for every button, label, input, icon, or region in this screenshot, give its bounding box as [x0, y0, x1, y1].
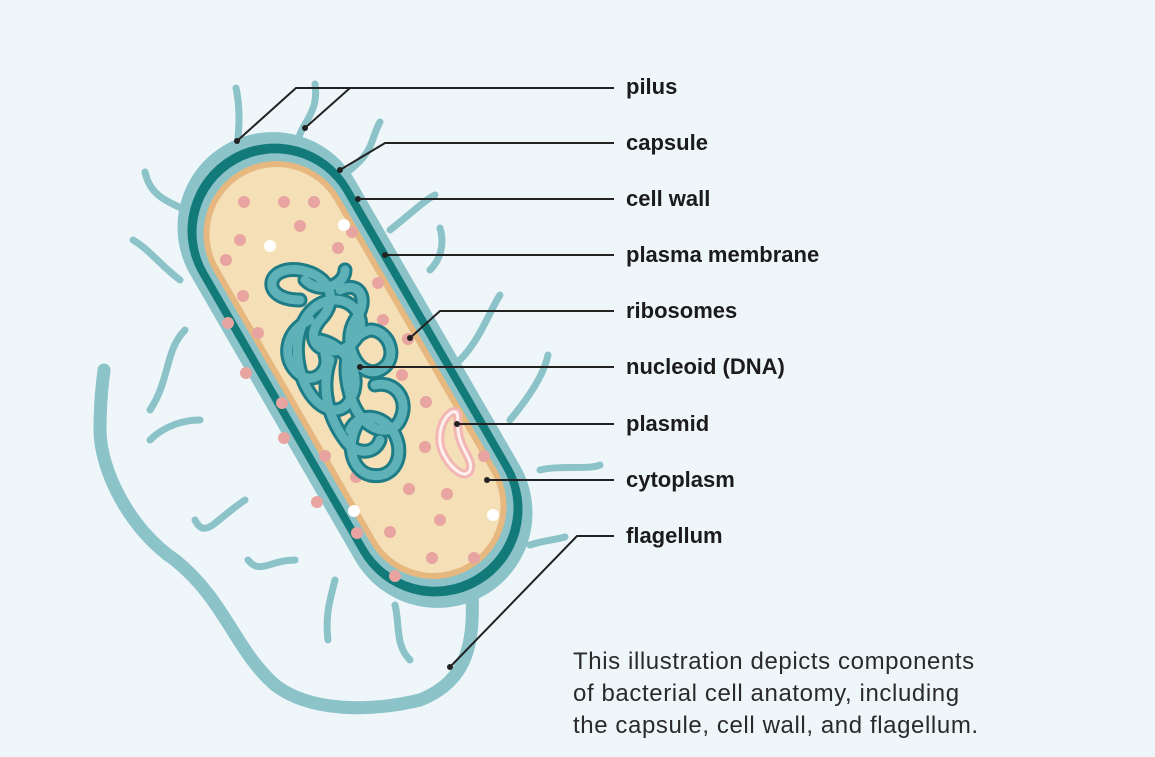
pilus-appendage — [141, 168, 189, 214]
ribosome — [278, 432, 290, 444]
ribosome — [403, 483, 415, 495]
dna-strand — [335, 282, 408, 435]
label-capsule: capsule — [626, 130, 708, 155]
ribosome — [237, 290, 249, 302]
leader-lines — [236, 87, 614, 668]
dna-strand — [321, 355, 385, 456]
pilus-appendage — [386, 191, 439, 234]
granule — [338, 219, 350, 231]
label-cell-wall: cell wall — [626, 186, 711, 211]
ribosome — [389, 570, 401, 582]
pilus-appendage — [146, 416, 204, 444]
ribosomes-leader-line — [409, 310, 614, 339]
capsule-endpoint — [337, 167, 343, 173]
pilus-leader-line — [236, 87, 614, 142]
leader-endpoints — [234, 125, 490, 670]
dna-strand — [345, 412, 404, 481]
pilus-appendage — [129, 236, 184, 284]
pilus-appendage — [391, 601, 414, 664]
ribosome — [346, 226, 358, 238]
granule — [264, 240, 276, 252]
ribosome — [319, 450, 331, 462]
flagellum-leader-line — [449, 535, 614, 668]
granule — [348, 505, 360, 517]
ribosome — [294, 220, 306, 232]
ribosome — [222, 317, 234, 329]
ribosome — [238, 196, 250, 208]
ribosome — [240, 367, 252, 379]
ribosome — [372, 277, 384, 289]
ribosome — [234, 234, 246, 246]
ribosome — [478, 450, 490, 462]
pilus-appendage — [506, 351, 552, 424]
ribosome — [384, 526, 396, 538]
ribosome — [252, 327, 264, 339]
caption-line-1: This illustration depicts components — [573, 648, 975, 675]
ribosome — [311, 496, 323, 508]
caption: This illustration depicts components of … — [573, 646, 1133, 742]
ribosome — [468, 552, 480, 564]
flagellum — [93, 363, 479, 715]
caption-line-2: of bacterial cell anatomy, including — [573, 680, 960, 707]
plasma-membrane-endpoint — [382, 252, 388, 258]
ribosome — [396, 369, 408, 381]
plasmid-endpoint — [454, 421, 460, 427]
ribosome — [419, 441, 431, 453]
plasmid — [435, 407, 476, 479]
pilus-endpoint — [302, 125, 308, 131]
label-flagellum: flagellum — [626, 523, 723, 548]
pilus-appendage — [536, 461, 604, 474]
label-pilus: pilus — [626, 74, 678, 99]
ribosome — [434, 514, 446, 526]
pilus-appendage — [526, 533, 569, 549]
label-plasmid: plasmid — [626, 411, 710, 436]
ribosome — [220, 254, 232, 266]
capsule-leader-line — [339, 142, 614, 171]
ribosome — [351, 527, 363, 539]
flagellum-structure — [93, 363, 479, 715]
ribosome — [278, 196, 290, 208]
ribosome — [332, 242, 344, 254]
label-cytoplasm: cytoplasm — [626, 467, 735, 492]
ribosomes-endpoint — [407, 335, 413, 341]
pilus-appendage — [426, 224, 446, 274]
caption-line-3: the capsule, cell wall, and flagellum. — [573, 712, 979, 739]
ribosome — [377, 314, 389, 326]
ribosome — [426, 552, 438, 564]
granules — [264, 219, 499, 521]
label-ribosomes: ribosomes — [626, 298, 738, 323]
ribosome — [441, 488, 453, 500]
flagellum-endpoint — [447, 664, 453, 670]
label-nucleoid: nucleoid (DNA) — [626, 354, 785, 379]
ribosome — [308, 196, 320, 208]
pilus-appendage — [146, 326, 189, 414]
pilus-leader-line-2 — [304, 87, 351, 129]
label-plasma-membrane: plasma membrane — [626, 242, 820, 267]
granule — [487, 509, 499, 521]
pili — [129, 80, 604, 664]
cell-wall-endpoint — [355, 196, 361, 202]
nucleoid — [264, 262, 411, 484]
ribosome — [420, 396, 432, 408]
pilus-appendage — [346, 118, 384, 174]
pilus-appendage — [244, 556, 299, 571]
pilus-appendage — [191, 496, 249, 532]
pilus-appendage — [323, 576, 339, 644]
nucleoid-endpoint — [357, 364, 363, 370]
pilus-appendage — [456, 291, 504, 364]
ribosome — [276, 397, 288, 409]
cytoplasm-endpoint — [484, 477, 490, 483]
dna-strand — [300, 265, 350, 292]
pilus-endpoint — [234, 138, 240, 144]
